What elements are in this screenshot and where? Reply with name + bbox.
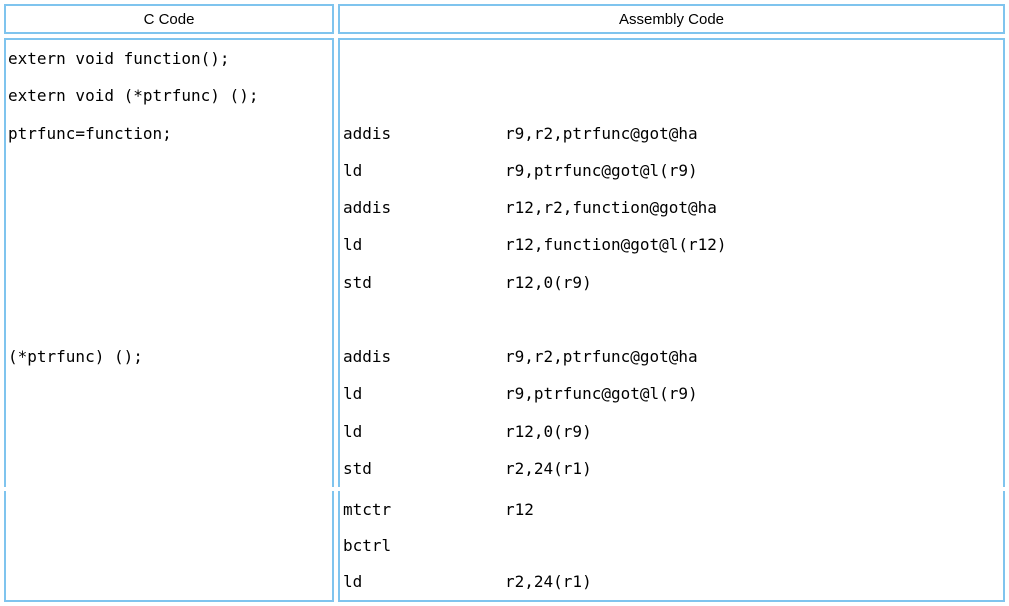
asm-mnemonic: mtctr [343,499,392,519]
asm-mnemonic: std [343,272,372,292]
asm-operands: r2,24(r1) [505,458,592,478]
c-code-header: C Code [4,4,334,34]
c-code-line [6,491,332,527]
c-code-line: ptrfunc=function; [8,123,172,143]
c-code-line: (*ptrfunc) (); [8,347,143,367]
asm-line: ld r9,ptrfunc@got@l(r9) [340,375,1003,412]
asm-mnemonic: ld [343,384,363,404]
asm-line [340,77,1003,114]
c-code-body-tail [4,491,334,602]
asm-operands: r2,24(r1) [505,572,592,592]
asm-line: ld r2,24(r1) [340,564,1003,600]
asm-line: bctrl [340,527,1003,563]
asm-mnemonic: addis [343,123,392,143]
asm-operands: r9,ptrfunc@got@l(r9) [505,160,698,180]
c-code-line [6,301,332,338]
c-code-line [6,152,332,189]
asm-line [340,301,1003,338]
c-code-line [6,450,332,487]
asm-operands: r9,r2,ptrfunc@got@ha [505,123,698,143]
c-code-line [6,564,332,600]
assembly-code-body: addis r9,r2,ptrfunc@got@ha ld r9,ptrfunc@g… [338,38,1005,487]
asm-operands: r12,0(r9) [505,272,592,292]
c-code-line [6,189,332,226]
c-code-line [6,527,332,563]
asm-operands: r12,r2,function@got@ha [505,198,717,218]
asm-line: ld r12,function@got@l(r12) [340,226,1003,263]
asm-mnemonic: addis [343,198,392,218]
c-code-column: C Code extern void function(); extern vo… [4,4,334,602]
c-code-line [6,413,332,450]
asm-line [340,40,1003,77]
assembly-code-body-tail: mtctr r12 bctrl ld r2,24(r1) [338,491,1005,602]
asm-mnemonic: ld [343,235,363,255]
asm-operands: r12 [505,499,534,519]
asm-operands: r9,ptrfunc@got@l(r9) [505,384,698,404]
asm-line: mtctr r12 [340,491,1003,527]
assembly-code-header: Assembly Code [338,4,1005,34]
asm-line: std r2,24(r1) [340,450,1003,487]
asm-line: std r12,0(r9) [340,264,1003,301]
asm-operands: r12,function@got@l(r12) [505,235,727,255]
asm-mnemonic: addis [343,347,392,367]
asm-line: ld r12,0(r9) [340,413,1003,450]
c-code-line [6,375,332,412]
assembly-code-column: Assembly Code addis r9,r2,ptrfunc@got@ha … [338,4,1005,602]
asm-line: addis r9,r2,ptrfunc@got@ha [340,115,1003,152]
asm-line: addis r9,r2,ptrfunc@got@ha [340,338,1003,375]
asm-mnemonic: ld [343,160,363,180]
c-code-line [6,264,332,301]
asm-operands: r12,0(r9) [505,421,592,441]
asm-operands: r9,r2,ptrfunc@got@ha [505,347,698,367]
asm-mnemonic: std [343,458,372,478]
asm-line: ld r9,ptrfunc@got@l(r9) [340,152,1003,189]
asm-mnemonic: bctrl [343,535,392,555]
asm-mnemonic: ld [343,572,363,592]
c-code-body: extern void function(); extern void (*pt… [4,38,334,487]
c-code-line [6,226,332,263]
c-code-line: extern void (*ptrfunc) (); [8,86,259,106]
asm-mnemonic: ld [343,421,363,441]
asm-line: addis r12,r2,function@got@ha [340,189,1003,226]
c-code-line: extern void function(); [8,49,230,69]
